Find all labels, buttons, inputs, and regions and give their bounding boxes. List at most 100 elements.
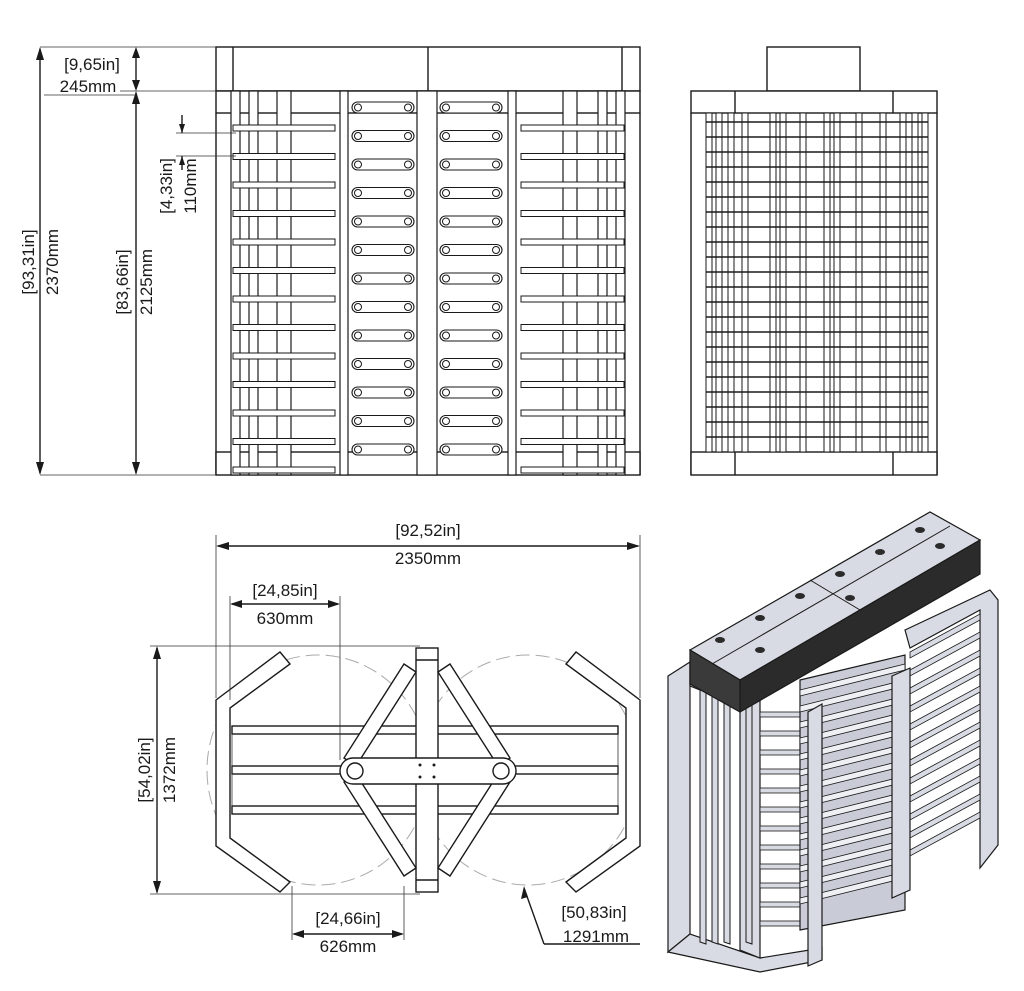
front-post (339, 90, 349, 476)
side-vertical-bar (715, 112, 723, 453)
iso-top-hole (875, 549, 885, 555)
iso-top-hole (715, 637, 725, 643)
dim-overall-width: [92,52in] 2350mm (215, 521, 641, 698)
front-bar-right (520, 352, 625, 360)
rotor-bar-cap (404, 132, 412, 140)
iso-frame-bar (759, 882, 801, 889)
front-bar-left (232, 124, 336, 132)
rotor-bar-right (439, 158, 503, 171)
side-vertical-bar (799, 112, 807, 453)
rotor-bar-left (351, 243, 415, 257)
plan-view: [92,52in] 2350mm [24,85in] 630mm [54,02i… (135, 521, 641, 956)
rotor-bar-cap (492, 274, 500, 283)
rotor-bar-left (351, 101, 415, 114)
rotor-bar-cap (354, 417, 362, 425)
dim-bar-pitch-mm: 110mm (181, 158, 200, 213)
rotor-bar-right (439, 243, 503, 257)
front-bar-left (232, 210, 336, 217)
front-rotor (351, 101, 503, 456)
front-bar-right (520, 324, 625, 331)
rotor-bar-cap (404, 246, 412, 254)
front-bar-right (520, 153, 625, 160)
iso-right-bar (909, 613, 981, 659)
dim-wing-width-in: [24,85in] (252, 581, 317, 600)
front-bar-left (232, 295, 336, 303)
rotor-bar-cap (354, 103, 362, 112)
rotor-bar-cap (442, 246, 450, 254)
iso-frame-bar (759, 825, 801, 832)
dim-total-height-mm: 2370mm (43, 229, 62, 295)
rotor-bar-cap (354, 360, 362, 368)
rotor-bar-right (439, 357, 503, 371)
iso-frame-post (723, 679, 731, 945)
front-bar-left (232, 352, 336, 360)
front-post (276, 90, 292, 476)
iso-frame-bar (759, 787, 801, 794)
side-vertical-bar (833, 112, 841, 453)
iso-right-bars (909, 613, 981, 857)
rotor-bar-cap (354, 445, 362, 454)
front-bar-left (232, 267, 336, 274)
dim-depth: [54,02in] 1372mm (135, 645, 420, 895)
rotor-bar-cap (492, 303, 500, 311)
rotor-bar-cap (404, 331, 412, 340)
rotor-bar-cap (404, 189, 412, 197)
dim-diameter: [50,83in] 1291mm (521, 886, 640, 946)
dim-passage: [24,66in] 626mm (291, 886, 405, 956)
dim-wing-width: [24,85in] 630mm (229, 581, 341, 760)
dim-diameter-in: [50,83in] (561, 903, 626, 922)
rotor-bar-cap (492, 388, 500, 397)
iso-frame-bar (759, 901, 801, 908)
side-vertical-bar (741, 112, 749, 453)
iso-frame-bar (759, 920, 801, 927)
front-post (416, 90, 438, 476)
side-top-beam (690, 90, 938, 114)
side-bottom-beam (690, 451, 938, 476)
dim-bar-pitch: [4,33in] 110mm (157, 115, 236, 214)
rotor-bar-cap (404, 274, 412, 283)
side-vertical-bar (921, 112, 929, 453)
dim-passage-mm: 626mm (320, 937, 377, 956)
front-bar-right (520, 210, 625, 217)
rotor-bar-left (351, 186, 415, 200)
rotor-bar-cap (404, 303, 412, 311)
rotor-bar-left (351, 300, 415, 314)
rotor-bar-cap (492, 331, 500, 340)
front-bar-right (520, 181, 625, 189)
side-view (690, 46, 938, 476)
rotor-bar-left (351, 414, 415, 428)
front-bar-left (232, 466, 336, 474)
front-bar-right (520, 295, 625, 303)
rotor-bar-left (351, 357, 415, 371)
iso-top-hole (845, 595, 855, 601)
rotor-bar-left (351, 329, 415, 342)
dim-top-height-mm: 245mm (60, 77, 117, 96)
front-view: [93,31in] 2370mm [83,66in] 2125mm [9,65i… (19, 46, 641, 476)
rotor-bar-cap (354, 274, 362, 283)
rotor-bar-cap (354, 217, 362, 226)
front-bar-left (232, 181, 336, 189)
iso-frame-post (745, 685, 753, 945)
front-bar-right (520, 466, 625, 474)
front-bar-right (520, 438, 625, 445)
iso-frame-bar (759, 806, 801, 813)
rotor-bar-cap (354, 388, 362, 397)
rotor-bar-left (351, 129, 415, 143)
rotor-bar-left (351, 215, 415, 228)
dim-bar-pitch-in: [4,33in] (157, 158, 176, 214)
iso-top-holes (715, 527, 945, 653)
front-post (597, 90, 608, 476)
rotor-bar-right (439, 329, 503, 342)
front-bar-left (232, 238, 336, 246)
side-vertical-bar (779, 112, 787, 453)
rotor-bar-cap (404, 445, 412, 454)
dim-overall-width-in: [92,52in] (395, 521, 460, 540)
iso-frame-bar (759, 711, 801, 718)
dim-total-height-in: [93,31in] (19, 229, 38, 294)
rotor-bar-cap (442, 388, 450, 397)
front-bar-right (520, 267, 625, 274)
front-post (230, 90, 241, 476)
iso-top-hole (835, 571, 845, 577)
dim-top-height-in: [9,65in] (64, 55, 120, 74)
